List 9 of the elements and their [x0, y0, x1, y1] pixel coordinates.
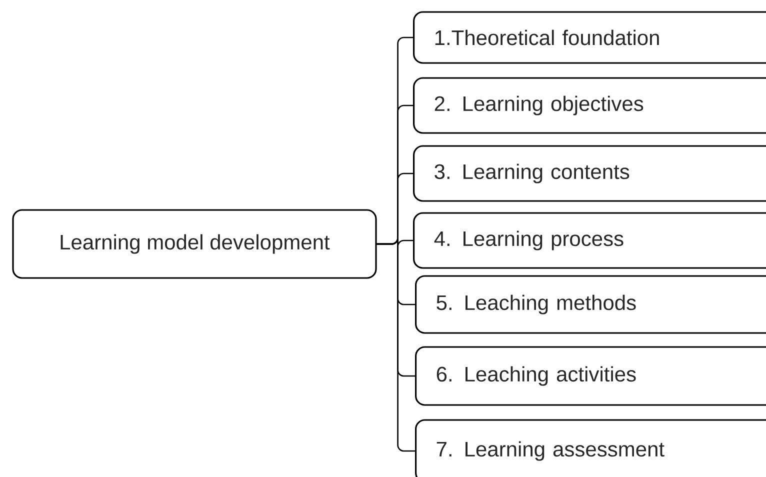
topic-box: 2. Learning objectives	[413, 77, 766, 134]
bracket-line	[376, 237, 415, 452]
topic-box: 4. Learning process	[413, 212, 766, 269]
root-box: Learning model development	[12, 209, 377, 279]
topic-box: 1.Theoretical foundation	[413, 11, 766, 64]
topic-box: 6. Leaching activities	[415, 346, 766, 406]
topic-box: 7. Learning assessment	[415, 419, 766, 477]
topic-box: 5. Leaching methods	[415, 275, 766, 334]
topic-box: 3. Learning contents	[413, 145, 766, 202]
